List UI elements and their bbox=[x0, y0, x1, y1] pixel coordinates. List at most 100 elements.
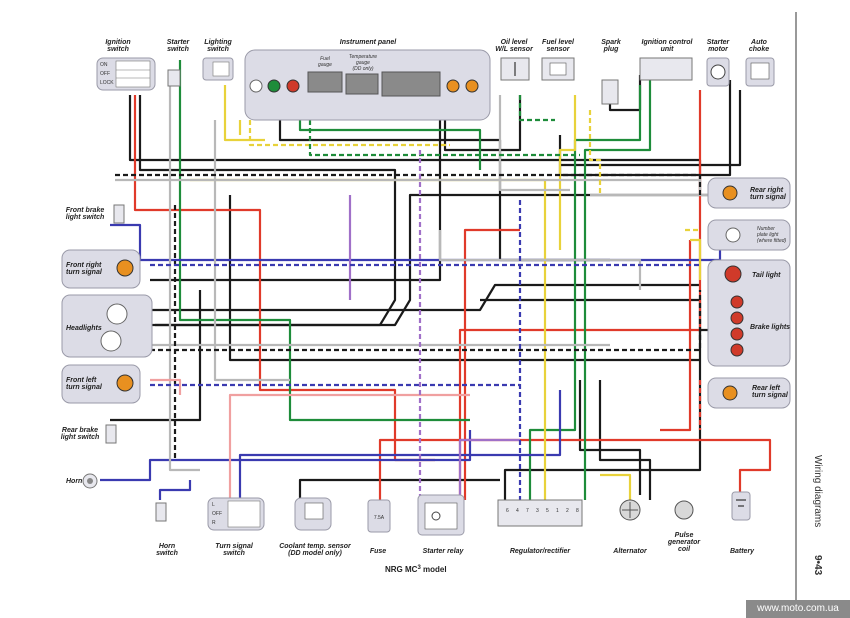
wire-black bbox=[443, 95, 522, 152]
fuel-gauge bbox=[307, 71, 343, 93]
fuel-level-sensor-label-2: sensor bbox=[547, 46, 571, 53]
turn-position-off: OFF bbox=[212, 511, 222, 517]
brake-light-bulb bbox=[730, 327, 744, 341]
regulator-terminal: 3 bbox=[536, 508, 539, 514]
temperature-gauge bbox=[345, 73, 379, 95]
wire-red bbox=[463, 228, 520, 500]
fuse-rating: 7.5A bbox=[374, 515, 385, 521]
front-left-turn-bulb bbox=[116, 374, 134, 392]
regulator-terminal: 8 bbox=[576, 508, 579, 514]
spark-plug-label-1: Spark bbox=[601, 39, 622, 46]
turn-signal-switch-label-1: Turn signal bbox=[215, 543, 254, 550]
instrument-panel: Instrument panel Fuel gauge Temperature … bbox=[244, 39, 491, 121]
tail-light-bulb bbox=[724, 265, 742, 283]
ignition-position-lock: LOCK bbox=[100, 80, 114, 86]
starter-switch-label-1: Starter bbox=[167, 39, 191, 46]
wire-black bbox=[110, 290, 202, 422]
front-right-turn-signal-label-1: Front right bbox=[66, 262, 102, 269]
ignition-position-on: ON bbox=[100, 62, 108, 68]
spark-plug-label-2: plug bbox=[603, 46, 619, 53]
rear-right-turn-signal: Rear right turn signal bbox=[707, 177, 791, 209]
front-left-turn-signal-label-2: turn signal bbox=[66, 384, 103, 391]
front-right-turn-signal-label-2: turn signal bbox=[66, 269, 103, 276]
tail-light-label: Tail light bbox=[752, 272, 781, 279]
brake-light-bulb bbox=[730, 295, 744, 309]
front-left-turn-signal-label-1: Front left bbox=[66, 377, 97, 384]
regulator-terminal: 4 bbox=[516, 508, 519, 514]
front-brake-light-switch-label-2: light switch bbox=[66, 214, 105, 221]
wire-black bbox=[228, 195, 700, 362]
wire-grey bbox=[498, 95, 570, 192]
oil-level-sensor-label-2: W/L sensor bbox=[495, 46, 534, 53]
pulse-generator-coil-label-3: coil bbox=[678, 546, 691, 553]
panel-indicator-bulb-green bbox=[267, 79, 281, 93]
wire-yellow bbox=[190, 178, 547, 500]
oil-level-sensor-label-1: Oil level bbox=[501, 39, 529, 46]
coolant-temp-sensor-label-1: Coolant temp. sensor bbox=[279, 543, 352, 550]
regulator-rectifier: 6 4 7 3 5 1 2 8 Regulator/rectifier bbox=[497, 499, 583, 555]
ignition-control-unit: Ignition control unit bbox=[639, 39, 694, 81]
temperature-gauge-label-2: gauge bbox=[356, 60, 370, 66]
wire-green-white bbox=[518, 95, 555, 122]
wire-grey bbox=[213, 120, 290, 382]
wire-black bbox=[598, 380, 652, 500]
wiring-harness bbox=[100, 60, 772, 520]
wire-green bbox=[583, 80, 652, 500]
ignition-control-unit-label-2: unit bbox=[661, 46, 674, 53]
model-caption: NRG MC3 model bbox=[385, 565, 447, 574]
wire-grey bbox=[168, 70, 200, 472]
front-brake-light-switch: Front brake light switch bbox=[66, 204, 125, 224]
wire-pink bbox=[228, 393, 470, 500]
page-side-caption: Wiring diagrams 9•43 bbox=[812, 455, 823, 576]
rear-left-turn-signal-label-1: Rear left bbox=[752, 385, 781, 392]
starter-motor-label-2: motor bbox=[708, 46, 729, 53]
section-title: Wiring diagrams bbox=[812, 455, 823, 527]
rear-left-turn-bulb bbox=[722, 385, 738, 401]
wire-grey bbox=[438, 230, 642, 290]
wire-black bbox=[155, 193, 720, 327]
auto-choke: Auto choke bbox=[745, 39, 775, 87]
wire-black bbox=[298, 478, 500, 500]
wire-blue bbox=[238, 390, 562, 500]
wire-blue bbox=[158, 480, 192, 500]
wire-pink bbox=[150, 378, 182, 395]
wire-green bbox=[528, 85, 642, 500]
starter-relay: Starter relay bbox=[417, 494, 465, 555]
watermark: www.moto.com.ua bbox=[746, 600, 850, 618]
lighting-switch-label-1: Lighting bbox=[204, 39, 232, 46]
number-plate-light-label-3: (where fitted) bbox=[757, 238, 787, 244]
starter-switch: Starter switch bbox=[167, 39, 191, 87]
horn-switch-label-1: Horn bbox=[159, 543, 175, 550]
brake-light-bulb bbox=[730, 311, 744, 325]
wire-green bbox=[298, 120, 482, 170]
horn-label: Horn bbox=[66, 478, 82, 485]
regulator-terminal: 7 bbox=[526, 508, 529, 514]
front-right-turn-bulb bbox=[116, 259, 134, 277]
horn-switch: Horn switch bbox=[155, 502, 178, 557]
alternator: Alternator bbox=[612, 499, 648, 555]
rear-brake-light-switch: Rear brake light switch bbox=[61, 424, 117, 444]
wire-green bbox=[178, 60, 470, 422]
oil-level-sensor: Oil level W/L sensor bbox=[495, 39, 534, 81]
rear-right-turn-signal-label-2: turn signal bbox=[750, 194, 787, 201]
wire-yellow-black bbox=[248, 120, 450, 147]
pulse-generator-coil: Pulse generator coil bbox=[667, 500, 701, 553]
ignition-control-unit-label-1: Ignition control bbox=[642, 39, 694, 46]
brake-light-bulb bbox=[730, 343, 744, 357]
panel-turn-bulb-right bbox=[465, 79, 479, 93]
regulator-terminal: 5 bbox=[546, 508, 549, 514]
starter-motor: Starter motor bbox=[706, 39, 731, 87]
ignition-switch-label-1: Ignition bbox=[105, 39, 130, 46]
coolant-temp-sensor-label-2: (DD model only) bbox=[288, 550, 342, 557]
starter-relay-label: Starter relay bbox=[423, 548, 465, 555]
rear-brake-light-switch-label-2: light switch bbox=[61, 434, 100, 441]
fuel-gauge-label-1: Fuel bbox=[320, 56, 331, 62]
pulse-generator-coil-label-1: Pulse bbox=[675, 532, 694, 539]
fuse: 7.5A Fuse bbox=[367, 499, 391, 555]
headlights-label: Headlights bbox=[66, 325, 102, 332]
turn-position-r: R bbox=[212, 520, 216, 526]
wire-yellow bbox=[690, 238, 702, 280]
turn-position-l: L bbox=[212, 502, 215, 508]
wire-yellow bbox=[223, 85, 265, 142]
